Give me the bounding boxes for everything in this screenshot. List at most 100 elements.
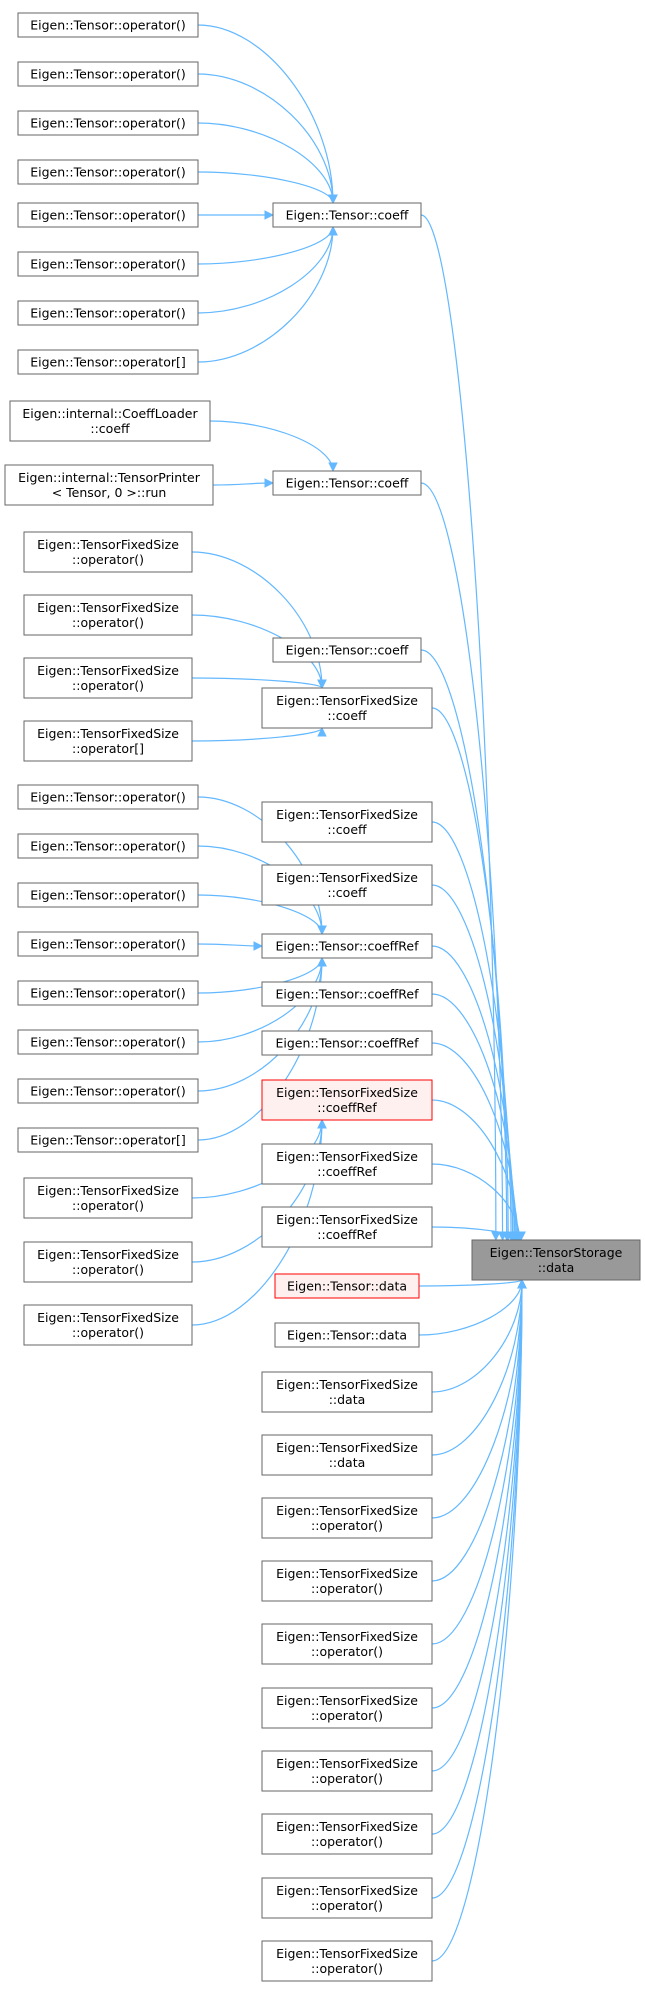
node-label: Eigen::Tensor::coeff	[286, 476, 409, 491]
node-l16[interactable]: Eigen::Tensor::operator()	[17, 833, 199, 859]
node-label: Eigen::TensorFixedSize	[37, 1247, 179, 1262]
node-box	[261, 1434, 433, 1476]
node-label: Eigen::Tensor::operator()	[30, 937, 185, 952]
edge	[197, 941, 263, 951]
node-box	[17, 251, 199, 277]
node-m11[interactable]: Eigen::TensorFixedSize::coeffRef	[261, 1143, 433, 1185]
node-l22[interactable]: Eigen::Tensor::operator[]	[17, 1127, 199, 1153]
node-label: Eigen::TensorStorage	[490, 1245, 623, 1260]
edge-m4-to-root	[431, 707, 513, 1241]
node-label: Eigen::TensorFixedSize	[37, 600, 179, 615]
node-l7[interactable]: Eigen::Tensor::operator()	[17, 300, 199, 326]
node-l1[interactable]: Eigen::Tensor::operator()	[17, 12, 199, 38]
node-m23[interactable]: Eigen::TensorFixedSize::operator()	[261, 1877, 433, 1919]
node-m9[interactable]: Eigen::Tensor::coeffRef	[261, 1030, 433, 1056]
node-m21[interactable]: Eigen::TensorFixedSize::operator()	[261, 1750, 433, 1792]
edge	[431, 1099, 523, 1241]
node-m3[interactable]: Eigen::Tensor::coeff	[272, 637, 422, 663]
node-m7[interactable]: Eigen::Tensor::coeffRef	[261, 933, 433, 959]
node-m8[interactable]: Eigen::Tensor::coeffRef	[261, 981, 433, 1007]
node-l25[interactable]: Eigen::TensorFixedSize::operator()	[23, 1304, 193, 1346]
node-l6[interactable]: Eigen::Tensor::operator()	[17, 251, 199, 277]
node-label: Eigen::TensorFixedSize	[276, 1212, 418, 1227]
node-label: ::coeff	[327, 822, 367, 837]
node-l19[interactable]: Eigen::Tensor::operator()	[17, 980, 199, 1006]
node-l2[interactable]: Eigen::Tensor::operator()	[17, 61, 199, 87]
edge-l14-to-m4	[191, 727, 327, 742]
edges	[191, 24, 527, 1962]
node-box	[17, 882, 199, 908]
node-l15[interactable]: Eigen::Tensor::operator()	[17, 784, 199, 810]
node-box	[261, 1143, 433, 1185]
node-m14[interactable]: Eigen::Tensor::data	[274, 1322, 420, 1348]
node-label: Eigen::Tensor::operator()	[30, 1084, 185, 1099]
node-box	[23, 657, 193, 699]
edge	[420, 649, 512, 1241]
node-m12[interactable]: Eigen::TensorFixedSize::coeffRef	[261, 1206, 433, 1248]
nodes: Eigen::TensorStorage::dataEigen::Tensor:…	[4, 12, 641, 1982]
node-label: Eigen::TensorFixedSize	[37, 1183, 179, 1198]
node-box	[471, 1239, 641, 1281]
node-label: ::coeffRef	[317, 1227, 377, 1242]
edge-m13-to-root	[418, 1279, 527, 1289]
node-l12[interactable]: Eigen::TensorFixedSize::operator()	[23, 594, 193, 636]
node-m24[interactable]: Eigen::TensorFixedSize::operator()	[261, 1940, 433, 1982]
node-root[interactable]: Eigen::TensorStorage::data	[471, 1239, 641, 1281]
node-m18[interactable]: Eigen::TensorFixedSize::operator()	[261, 1560, 433, 1602]
node-m19[interactable]: Eigen::TensorFixedSize::operator()	[261, 1623, 433, 1665]
node-l23[interactable]: Eigen::TensorFixedSize::operator()	[23, 1177, 193, 1219]
node-label: Eigen::TensorFixedSize	[276, 1946, 418, 1961]
node-label: ::coeff	[327, 708, 367, 723]
node-box	[17, 931, 199, 957]
node-l9[interactable]: Eigen::internal::CoeffLoader::coeff	[9, 400, 211, 442]
node-label: Eigen::Tensor::operator[]	[30, 355, 185, 370]
node-m16[interactable]: Eigen::TensorFixedSize::data	[261, 1434, 433, 1476]
node-l24[interactable]: Eigen::TensorFixedSize::operator()	[23, 1241, 193, 1283]
edge	[431, 1279, 527, 1645]
node-m10[interactable]: Eigen::TensorFixedSize::coeffRef	[261, 1079, 433, 1121]
node-label: ::operator()	[72, 678, 144, 693]
node-m13[interactable]: Eigen::Tensor::data	[274, 1273, 420, 1299]
node-label: ::coeffRef	[317, 1164, 377, 1179]
edge-m14-to-root	[418, 1279, 527, 1336]
node-m1[interactable]: Eigen::Tensor::coeff	[272, 202, 422, 228]
node-l14[interactable]: Eigen::TensorFixedSize::operator[]	[23, 720, 193, 762]
node-m17[interactable]: Eigen::TensorFixedSize::operator()	[261, 1497, 433, 1539]
node-box	[261, 801, 433, 843]
node-l10[interactable]: Eigen::internal::TensorPrinter< Tensor, …	[4, 464, 214, 506]
node-l17[interactable]: Eigen::Tensor::operator()	[17, 882, 199, 908]
node-l4[interactable]: Eigen::Tensor::operator()	[17, 159, 199, 185]
node-m20[interactable]: Eigen::TensorFixedSize::operator()	[261, 1687, 433, 1729]
node-label: ::operator()	[72, 1325, 144, 1340]
edge-m12-to-root	[431, 1226, 526, 1241]
node-label: Eigen::Tensor::operator()	[30, 116, 185, 131]
node-l13[interactable]: Eigen::TensorFixedSize::operator()	[23, 657, 193, 699]
node-label: Eigen::Tensor::coeffRef	[275, 1036, 419, 1051]
node-l21[interactable]: Eigen::Tensor::operator()	[17, 1078, 199, 1104]
node-box	[272, 470, 422, 496]
node-l8[interactable]: Eigen::Tensor::operator[]	[17, 349, 199, 375]
node-m4[interactable]: Eigen::TensorFixedSize::coeff	[261, 687, 433, 729]
node-m15[interactable]: Eigen::TensorFixedSize::data	[261, 1371, 433, 1413]
node-l18[interactable]: Eigen::Tensor::operator()	[17, 931, 199, 957]
edge-m2-to-root	[420, 482, 508, 1241]
node-l11[interactable]: Eigen::TensorFixedSize::operator()	[23, 531, 193, 573]
edge-m10-to-root	[431, 1099, 523, 1241]
edge-m23-to-root	[431, 1279, 527, 1899]
node-l20[interactable]: Eigen::Tensor::operator()	[17, 1029, 199, 1055]
node-m6[interactable]: Eigen::TensorFixedSize::coeff	[261, 864, 433, 906]
node-label: Eigen::Tensor::coeffRef	[275, 987, 419, 1002]
node-m5[interactable]: Eigen::TensorFixedSize::coeff	[261, 801, 433, 843]
node-m22[interactable]: Eigen::TensorFixedSize::operator()	[261, 1813, 433, 1855]
edge-m1-to-root	[420, 214, 501, 1241]
node-label: Eigen::TensorFixedSize	[276, 807, 418, 822]
node-box	[261, 1560, 433, 1602]
node-l3[interactable]: Eigen::Tensor::operator()	[17, 110, 199, 136]
node-label: ::operator()	[311, 1771, 383, 1786]
node-label: Eigen::Tensor::operator()	[30, 839, 185, 854]
node-label: Eigen::TensorFixedSize	[37, 663, 179, 678]
node-label: Eigen::TensorFixedSize	[276, 1085, 418, 1100]
node-l5[interactable]: Eigen::Tensor::operator()	[17, 202, 199, 228]
node-m2[interactable]: Eigen::Tensor::coeff	[272, 470, 422, 496]
